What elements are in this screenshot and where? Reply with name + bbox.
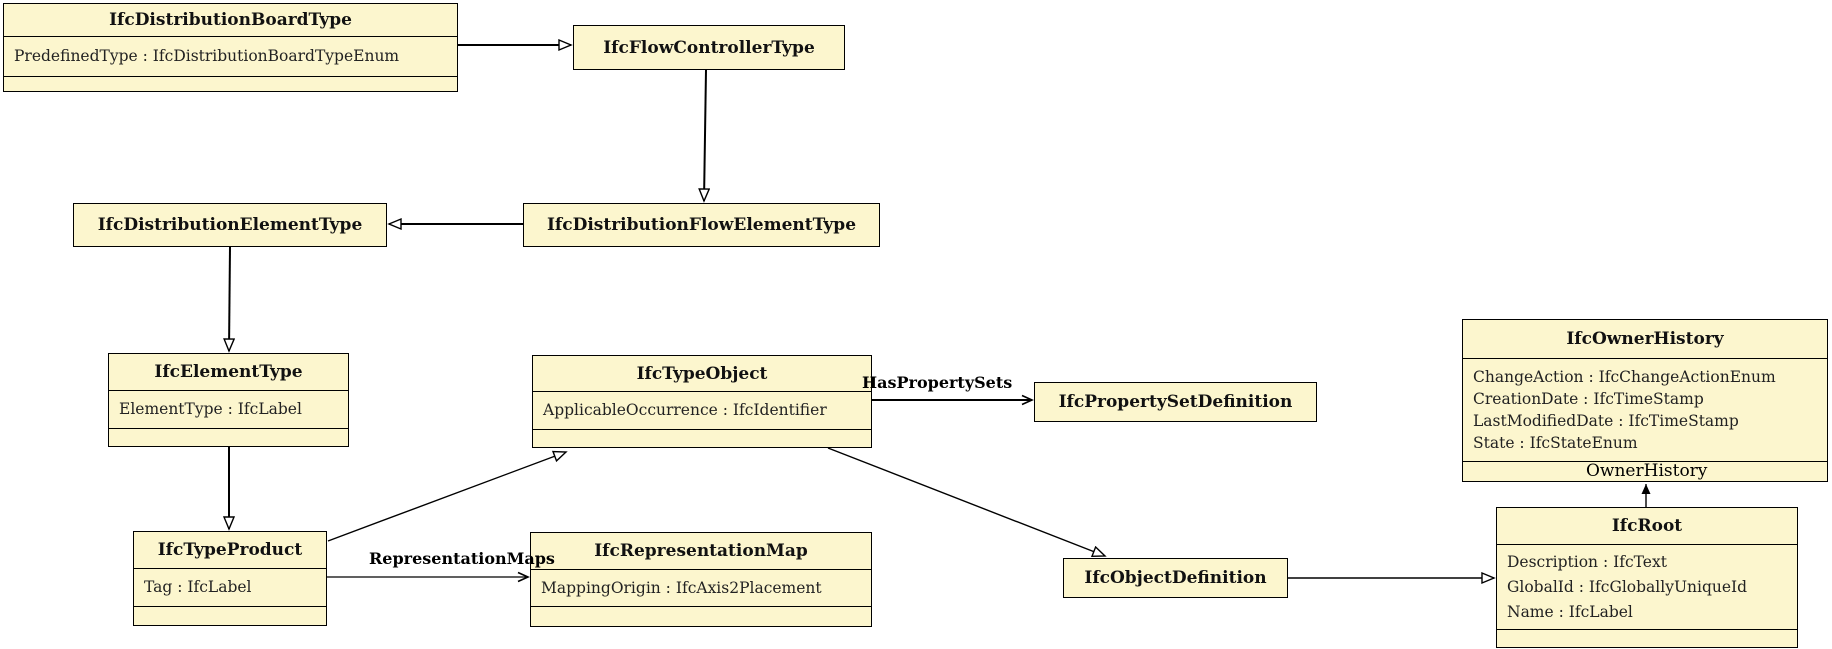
class-attribute: Description : IfcText	[1507, 552, 1667, 571]
empty-compartment	[531, 606, 871, 626]
class-attributes: ChangeAction : IfcChangeActionEnum Creat…	[1463, 358, 1827, 461]
class-ifcelementtype[interactable]: IfcElementType ElementType : IfcLabel	[108, 353, 349, 447]
class-title: IfcDistributionElementType	[97, 215, 363, 235]
class-ifcflowcontrollertype[interactable]: IfcFlowControllerType	[573, 25, 845, 70]
class-attributes: ApplicableOccurrence : IfcIdentifier	[533, 391, 871, 429]
edge-label-ownerhistory: OwnerHistory	[1586, 461, 1708, 481]
empty-compartment	[1497, 629, 1797, 647]
class-title: IfcDistributionFlowElementType	[546, 215, 857, 235]
class-title: IfcPropertySetDefinition	[1058, 392, 1293, 412]
class-attribute: PredefinedType : IfcDistributionBoardTyp…	[14, 47, 400, 65]
class-title: IfcTypeProduct	[157, 540, 303, 560]
class-ifcpropertysetdefinition[interactable]: IfcPropertySetDefinition	[1034, 382, 1317, 422]
class-ifcownerhistory[interactable]: IfcOwnerHistory ChangeAction : IfcChange…	[1462, 319, 1828, 482]
class-attributes: PredefinedType : IfcDistributionBoardTyp…	[4, 36, 457, 76]
class-attribute: ElementType : IfcLabel	[119, 400, 302, 418]
class-attributes: Tag : IfcLabel	[134, 568, 326, 606]
class-attribute: State : IfcStateEnum	[1473, 434, 1638, 452]
class-attribute: Tag : IfcLabel	[144, 578, 252, 596]
class-attribute: GlobalId : IfcGloballyUniqueId	[1507, 577, 1748, 596]
empty-compartment	[1463, 461, 1827, 481]
class-attributes: ElementType : IfcLabel	[109, 390, 348, 428]
class-ifctypeobject[interactable]: IfcTypeObject ApplicableOccurrence : Ifc…	[532, 355, 872, 448]
class-attribute: ApplicableOccurrence : IfcIdentifier	[543, 401, 827, 419]
empty-compartment	[533, 429, 871, 447]
class-title: IfcElementType	[154, 362, 303, 382]
class-ifcdistributionflowelementtype[interactable]: IfcDistributionFlowElementType	[523, 203, 880, 247]
class-attribute: Name : IfcLabel	[1507, 602, 1633, 621]
class-title: IfcRoot	[1611, 516, 1683, 536]
class-attributes: MappingOrigin : IfcAxis2Placement	[531, 569, 871, 606]
class-attributes: Description : IfcText GlobalId : IfcGlob…	[1497, 544, 1797, 629]
class-title: IfcDistributionBoardType	[109, 10, 352, 30]
class-ifcdistributionboardtype[interactable]: IfcDistributionBoardType PredefinedType …	[3, 3, 458, 92]
empty-compartment	[134, 606, 326, 625]
class-ifcrepresentationmap[interactable]: IfcRepresentationMap MappingOrigin : Ifc…	[530, 532, 872, 627]
class-title: IfcFlowControllerType	[603, 37, 815, 58]
class-attribute: MappingOrigin : IfcAxis2Placement	[541, 578, 822, 597]
class-ifcroot[interactable]: IfcRoot Description : IfcText GlobalId :…	[1496, 507, 1798, 648]
class-title: IfcTypeObject	[636, 363, 768, 384]
empty-compartment	[4, 76, 457, 91]
edge-label-representationmaps: RepresentationMaps	[369, 549, 555, 568]
class-attribute: CreationDate : IfcTimeStamp	[1473, 390, 1704, 408]
class-title: IfcOwnerHistory	[1566, 329, 1724, 349]
edge-label-haspropertysets: HasPropertySets	[862, 373, 1013, 392]
class-ifcobjectdefinition[interactable]: IfcObjectDefinition	[1063, 558, 1288, 598]
class-attribute: ChangeAction : IfcChangeActionEnum	[1473, 368, 1776, 386]
class-ifcdistributionelementtype[interactable]: IfcDistributionElementType	[73, 203, 387, 247]
class-attribute: LastModifiedDate : IfcTimeStamp	[1473, 412, 1739, 430]
class-title: IfcRepresentationMap	[594, 541, 808, 561]
class-title: IfcObjectDefinition	[1084, 568, 1267, 588]
class-ifctypeproduct[interactable]: IfcTypeProduct Tag : IfcLabel	[133, 531, 327, 626]
empty-compartment	[109, 428, 348, 446]
